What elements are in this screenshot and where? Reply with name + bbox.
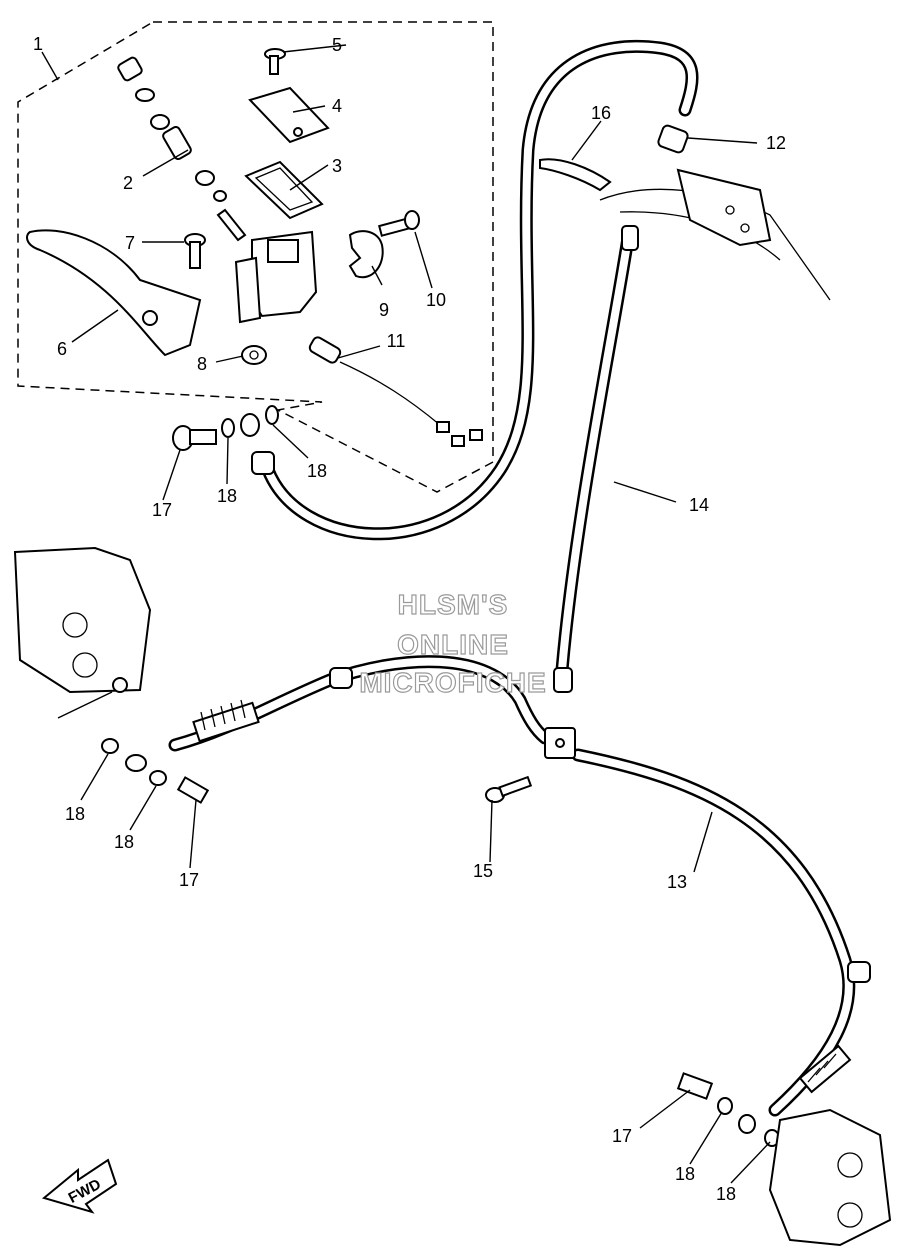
- callout-18-right-b: 18: [716, 1184, 736, 1204]
- reservoir-cap: [248, 86, 330, 144]
- leader-lines: [41, 44, 771, 1184]
- callout-14: 14: [689, 495, 709, 515]
- callout-18-right-a: 18: [675, 1164, 695, 1184]
- callout-11: 11: [387, 331, 406, 351]
- pivot-bolt: [184, 233, 206, 269]
- callout-17-left: 17: [179, 870, 199, 890]
- screw-5: [264, 48, 286, 75]
- callout-16: 16: [591, 103, 611, 123]
- parts-right-caliper: [676, 1072, 780, 1147]
- hose-fittings: [251, 124, 871, 983]
- union-bolt-17-top: [172, 425, 217, 451]
- callout-18-left-b: 18: [114, 832, 134, 852]
- brake-hose-joint: [544, 727, 576, 759]
- bolt-15: [485, 775, 533, 803]
- callout-18-left-a: 18: [65, 804, 85, 824]
- bolt-10: [377, 210, 420, 237]
- callout-5: 5: [332, 35, 342, 55]
- nut-8: [241, 345, 267, 365]
- callout-15: 15: [473, 861, 493, 881]
- diaphragm: [244, 160, 324, 220]
- parts-left-caliper: [101, 738, 210, 804]
- brake-hose-14-inner: [558, 234, 632, 674]
- callout-6: 6: [57, 339, 67, 359]
- callout-2: 2: [123, 173, 133, 193]
- callout-8: 8: [197, 354, 207, 374]
- hose-upper-loop: [261, 39, 699, 541]
- brake-hose-13: [571, 748, 856, 1117]
- hose-upper-loop-inner: [264, 42, 697, 538]
- callout-18-top-b: 18: [307, 461, 327, 481]
- callout-18-top-a: 18: [217, 486, 237, 506]
- frame-bracket: [599, 168, 831, 301]
- brake-lever: [26, 229, 202, 357]
- callout-17-top: 17: [152, 500, 172, 520]
- watermark-line-1: HLSM'S: [398, 589, 509, 620]
- fwd-direction-arrow: FWD: [41, 1158, 118, 1214]
- callout-9: 9: [379, 300, 389, 320]
- watermark-line-3: MICROFICHE: [359, 667, 546, 698]
- callout-4: 4: [332, 96, 342, 116]
- hose-protector-left: [192, 699, 260, 743]
- caliper-right: [768, 1108, 892, 1247]
- callout-10: 10: [426, 290, 446, 310]
- callout-3: 3: [332, 156, 342, 176]
- brake-hose-13-inner: [574, 751, 853, 1114]
- callout-1: 1: [33, 34, 43, 54]
- brake-light-switch: [308, 336, 483, 447]
- washers-top: [221, 405, 279, 438]
- piston-kit: [117, 56, 247, 242]
- caliper-left: [13, 546, 152, 694]
- callout-13: 13: [667, 872, 687, 892]
- holder-9: [348, 230, 384, 279]
- callout-7: 7: [125, 233, 135, 253]
- watermark-line-2: ONLINE: [397, 629, 509, 660]
- hose-protector-right: [798, 1044, 852, 1094]
- callout-12: 12: [766, 133, 786, 153]
- callout-17-right: 17: [612, 1126, 632, 1146]
- master-cylinder: [234, 230, 318, 324]
- clamp-16: [539, 158, 612, 192]
